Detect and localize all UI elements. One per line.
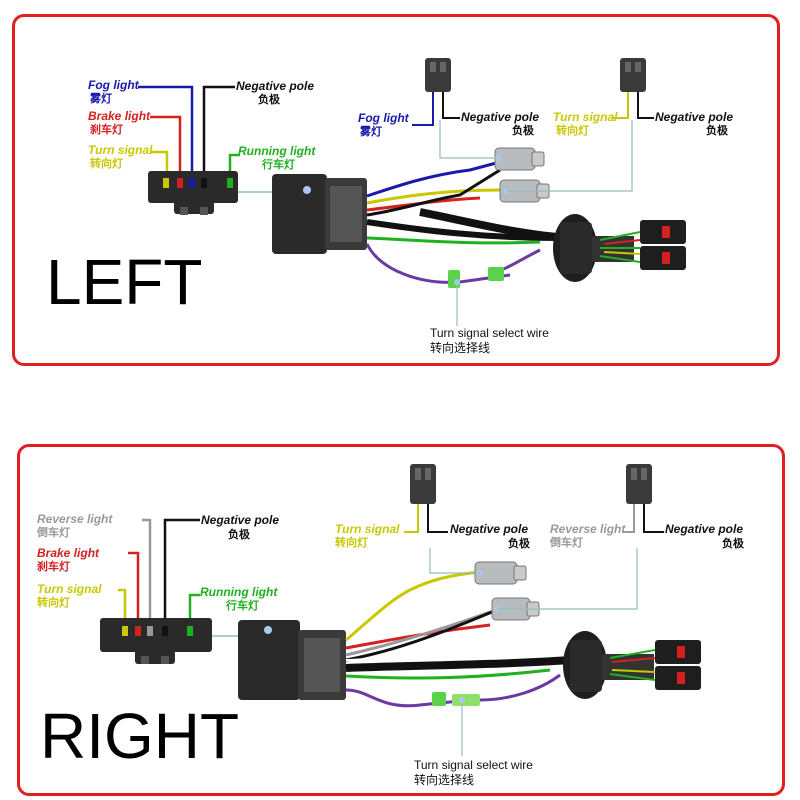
right-select-wire-cn: 转向选择线: [414, 772, 474, 787]
right-plug1-neg-cn: 负极: [508, 536, 531, 550]
right-gray-plug-1: [474, 561, 527, 585]
left-negative-pole-label: Negative pole: [236, 79, 314, 93]
left-select-wire-cn: 转向选择线: [430, 340, 490, 355]
left-turn-signal-cn: 转向灯: [90, 156, 123, 170]
left-turn-signal-label: Turn signal: [88, 143, 153, 157]
right-turn-signal-label: Turn signal: [37, 582, 102, 596]
left-running-light-cn: 行车灯: [261, 157, 295, 171]
right-reverse-light-label: Reverse light: [37, 512, 113, 526]
right-running-light-cn: 行车灯: [225, 598, 259, 612]
right-main-connector: [238, 620, 346, 700]
right-plug1-neg-label: Negative pole: [450, 522, 528, 536]
left-negative-pole-cn: 负极: [258, 92, 281, 106]
right-panel: [17, 444, 785, 796]
left-plug1-fog-label: Fog light: [358, 111, 410, 125]
right-plug1-turn-label: Turn signal: [335, 522, 400, 536]
right-top-plug-2: [622, 464, 664, 533]
right-running-light-label: Running light: [200, 585, 278, 599]
left-bulb-socket: [553, 214, 686, 282]
right-top-plug-1: [404, 464, 448, 533]
right-negative-pole-cn: 负极: [228, 527, 251, 541]
left-main-connector: [272, 174, 367, 254]
left-plug1-neg-cn: 负极: [512, 123, 535, 137]
left-select-wire-label: Turn signal select wire: [430, 326, 549, 340]
right-plug2-rev-label: Reverse light: [550, 522, 626, 536]
right-turn-signal-cn: 转向灯: [37, 595, 70, 609]
right-plug1-turn-cn: 转向灯: [335, 535, 368, 549]
left-side-label: LEFT: [46, 246, 202, 318]
left-brake-light-cn: 刹车灯: [90, 122, 123, 136]
right-select-wire-label: Turn signal select wire: [414, 758, 533, 772]
right-plug2-neg-label: Negative pole: [665, 522, 743, 536]
left-plug2-turn-label: Turn signal: [553, 110, 618, 124]
left-harness-wires: [365, 160, 571, 284]
right-brake-light-label: Brake light: [37, 546, 100, 560]
left-fog-light-label: Fog light: [88, 78, 140, 92]
right-negative-pole-label: Negative pole: [201, 513, 279, 527]
left-top-plug-2: [612, 58, 654, 119]
left-fog-light-cn: 雾灯: [89, 91, 112, 105]
right-brake-light-cn: 刹车灯: [37, 559, 70, 573]
left-brake-light-label: Brake light: [88, 109, 151, 123]
right-reverse-light-cn: 倒车灯: [36, 525, 70, 539]
right-select-wire-holder: [432, 692, 480, 756]
right-plug2-rev-cn: 倒车灯: [549, 535, 583, 549]
right-side-label: RIGHT: [40, 700, 239, 772]
left-gray-plug-1: [494, 147, 545, 171]
left-connector-pinout: [138, 85, 290, 215]
left-panel: [12, 14, 780, 366]
left-plug1-fog-cn: 雾灯: [359, 124, 382, 138]
left-plug2-neg-cn: 负极: [706, 123, 729, 137]
right-connector-pinout: [100, 518, 255, 664]
right-plug2-neg-cn: 负极: [722, 536, 745, 550]
left-plug2-neg-label: Negative pole: [655, 110, 733, 124]
left-running-light-label: Running light: [238, 144, 316, 158]
right-bulb-socket: [563, 631, 701, 699]
left-select-wire-holder: [448, 267, 504, 326]
left-plug2-turn-cn: 转向灯: [556, 123, 589, 137]
left-plug1-neg-label: Negative pole: [461, 110, 539, 124]
left-top-plug-1: [412, 58, 460, 126]
